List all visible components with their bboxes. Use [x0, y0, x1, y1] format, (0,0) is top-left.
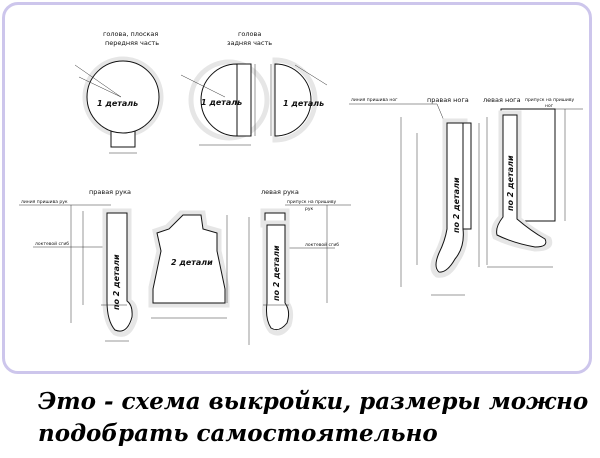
body-outline [152, 214, 226, 304]
caption-line-1: Это - схема выкройки, размеры можно [38, 388, 589, 415]
left-arm-outline [266, 224, 290, 331]
left-arm-note-top-line1: припуск на пришиву [287, 200, 336, 205]
head-front-part-label: 1 деталь [97, 99, 138, 108]
right-leg-note-top: линия пришива ног [351, 98, 398, 103]
right-arm-outline [106, 212, 133, 332]
head-back-right-half [274, 63, 312, 137]
right-arm-note-elbow: локтевой сгиб [35, 240, 69, 247]
head-back-title-line1: голова [238, 30, 261, 38]
right-arm-note-top: линия пришива рук [21, 200, 68, 205]
right-leg-piece: правая нога линия пришива ног по 2 детал… [349, 96, 480, 296]
head-back-piece: голова задняя часть 1 деталь 1 деталь [180, 30, 328, 146]
head-back-right-part-label: 1 деталь [283, 99, 324, 108]
right-arm-part-label: по 2 детали [112, 254, 121, 310]
head-front-piece: голова, плоская передняя часть 1 деталь [74, 30, 164, 154]
right-arm-title: правая рука [89, 188, 131, 196]
body-part-label: 2 детали [171, 258, 213, 267]
right-leg-allowance [462, 122, 472, 230]
right-leg-title: правая нога [427, 96, 469, 104]
head-front-title-line2: передняя часть [105, 39, 159, 47]
left-leg-note-top-line2: ног [545, 104, 554, 109]
head-back-left-part-label: 1 деталь [201, 98, 242, 107]
pattern-frame: голова, плоская передняя часть 1 деталь … [2, 2, 592, 374]
right-leg-outline [435, 122, 464, 273]
left-leg-piece: левая нога припуск на пришиву ног по 2 д… [483, 96, 583, 268]
left-arm-part-label: по 2 детали [272, 245, 281, 301]
left-arm-piece: левая рука припуск на пришиву рук локтев… [248, 188, 351, 345]
sewing-pattern-diagram: голова, плоская передняя часть 1 деталь … [19, 30, 583, 345]
right-leg-part-label: по 2 детали [452, 177, 461, 233]
left-leg-outline [496, 114, 547, 248]
left-arm-note-top-line2: рук [305, 207, 314, 212]
head-back-left-strip [236, 63, 252, 137]
body-piece: 2 детали [148, 210, 230, 319]
caption: Это - схема выкройки, размеры можно подо… [38, 386, 598, 450]
left-arm-note-elbow: локтевой сгиб [305, 241, 339, 248]
head-front-circle [86, 60, 160, 134]
left-leg-note-top-line1: припуск на пришиву [525, 98, 574, 103]
left-leg-title: левая нога [483, 96, 521, 104]
left-arm-title: левая рука [261, 188, 299, 196]
right-arm-piece: правая рука линия пришива рук локтевой с… [19, 188, 138, 342]
head-back-left-half [200, 63, 238, 137]
head-back-title-line2: задняя часть [227, 39, 272, 47]
head-front-title-line1: голова, плоская [103, 30, 158, 38]
left-leg-part-label: по 2 детали [506, 155, 515, 211]
caption-line-2: подобрать самостоятельно [38, 420, 438, 447]
